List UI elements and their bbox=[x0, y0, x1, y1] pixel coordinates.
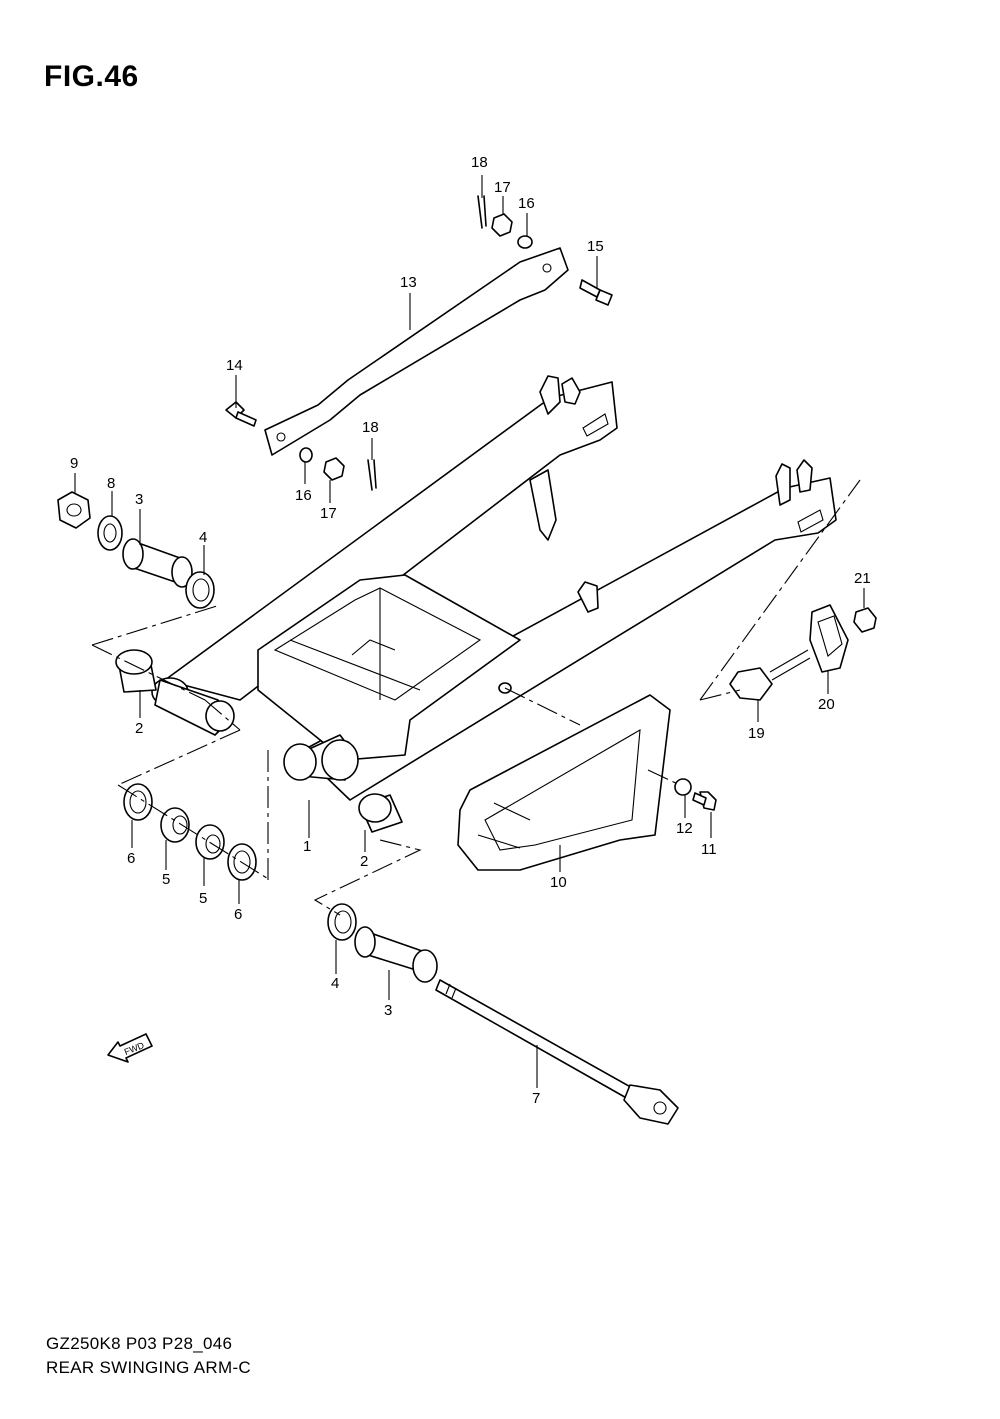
callout-labels: 1 2 2 3 3 4 4 5 5 6 6 7 8 9 10 11 12 13 … bbox=[70, 154, 871, 1107]
nut-9[interactable] bbox=[57, 491, 91, 529]
callout-4-upper: 4 bbox=[199, 529, 207, 546]
figure-name: REAR SWINGING ARM-C bbox=[46, 1358, 251, 1377]
callout-5-a: 5 bbox=[162, 871, 170, 888]
spacer-3-lower[interactable] bbox=[354, 926, 438, 983]
callout-13: 13 bbox=[400, 274, 417, 291]
leader-lines bbox=[74, 175, 865, 1088]
bolt-15[interactable] bbox=[579, 279, 613, 306]
chain-case-10[interactable] bbox=[457, 694, 671, 871]
callout-15: 15 bbox=[587, 238, 604, 255]
cotter-pin-18-top[interactable] bbox=[477, 195, 487, 229]
washer-6-left[interactable] bbox=[123, 783, 153, 821]
callout-9: 9 bbox=[70, 455, 78, 472]
callout-3-lower: 3 bbox=[384, 1002, 392, 1019]
nut-17-top[interactable] bbox=[491, 213, 513, 237]
callout-19: 19 bbox=[748, 725, 765, 742]
torque-link[interactable] bbox=[264, 247, 569, 456]
bolt-14[interactable] bbox=[225, 401, 257, 427]
callout-4-lower: 4 bbox=[331, 975, 339, 992]
bushing-2-right[interactable] bbox=[358, 793, 403, 833]
callout-21: 21 bbox=[854, 570, 871, 587]
callout-16-bottom: 16 bbox=[295, 487, 312, 504]
model-code: GZ250K8 P03 P28_046 bbox=[46, 1334, 233, 1353]
nut-21[interactable] bbox=[853, 607, 877, 633]
figure-title: FIG.46 bbox=[44, 60, 139, 93]
washer-12[interactable] bbox=[674, 778, 692, 796]
pivot-shaft-7[interactable] bbox=[435, 979, 679, 1125]
bushing-2-left[interactable] bbox=[115, 649, 157, 693]
end-plate-20[interactable] bbox=[809, 604, 849, 673]
callout-12: 12 bbox=[676, 820, 693, 837]
callout-1: 1 bbox=[303, 838, 311, 855]
callout-2-left: 2 bbox=[135, 720, 143, 737]
callout-5-b: 5 bbox=[199, 890, 207, 907]
callout-18-bottom: 18 bbox=[362, 419, 379, 436]
callout-11: 11 bbox=[701, 841, 717, 858]
forward-arrow-icon: FWD bbox=[107, 1033, 153, 1063]
washer-4-lower[interactable] bbox=[327, 903, 357, 941]
nut-17-bottom[interactable] bbox=[323, 457, 345, 481]
washer-8[interactable] bbox=[97, 515, 123, 551]
callout-14: 14 bbox=[226, 357, 243, 374]
bolt-11[interactable] bbox=[692, 791, 717, 811]
callout-17-top: 17 bbox=[494, 179, 511, 196]
callout-10: 10 bbox=[550, 874, 567, 891]
callout-6-right: 6 bbox=[234, 906, 242, 923]
washer-4-upper[interactable] bbox=[185, 571, 215, 609]
adjuster-19[interactable] bbox=[729, 649, 811, 701]
callout-6-left: 6 bbox=[127, 850, 135, 867]
cotter-pin-18-bottom[interactable] bbox=[367, 459, 377, 491]
callout-17-bottom: 17 bbox=[320, 505, 337, 522]
callout-2-right: 2 bbox=[360, 853, 368, 870]
callout-18-top: 18 bbox=[471, 154, 488, 171]
washer-16-top[interactable] bbox=[517, 235, 533, 249]
callout-8: 8 bbox=[107, 475, 115, 492]
washer-16-bottom[interactable] bbox=[299, 447, 313, 463]
swing-arm[interactable] bbox=[151, 375, 837, 801]
bearing-5-a[interactable] bbox=[160, 807, 190, 843]
spacer-3-upper[interactable] bbox=[122, 538, 193, 588]
callout-20: 20 bbox=[818, 696, 835, 713]
callout-3-upper: 3 bbox=[135, 491, 143, 508]
callout-16-top: 16 bbox=[518, 195, 535, 212]
callout-7: 7 bbox=[532, 1090, 540, 1107]
